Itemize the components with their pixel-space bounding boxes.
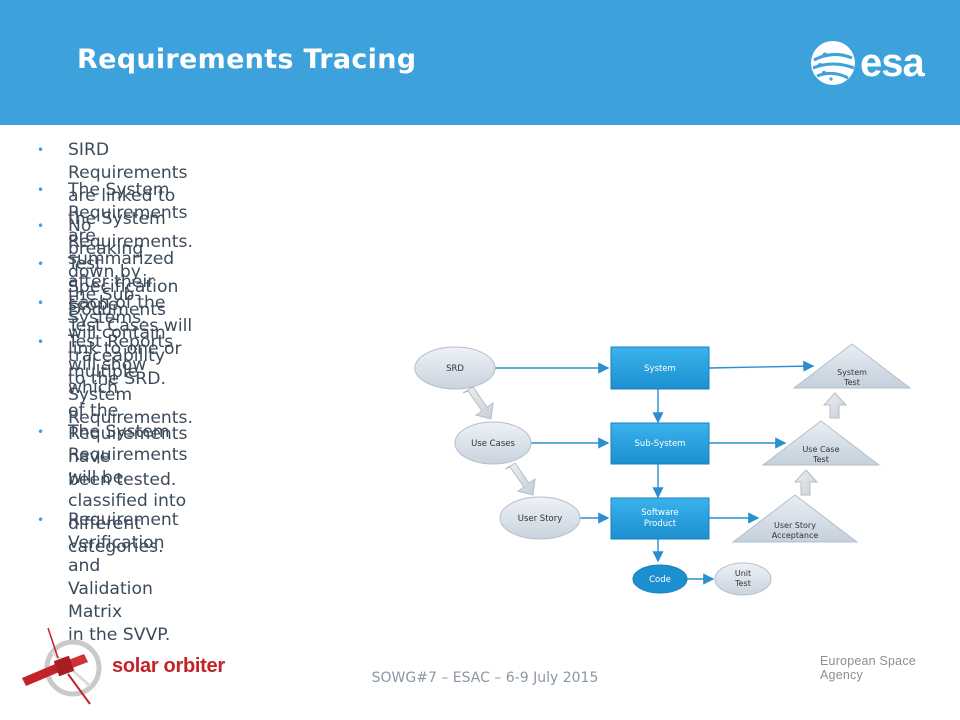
node-sub-system: Sub-System <box>610 422 710 465</box>
node-code: Code <box>632 564 688 594</box>
tracing-flow-diagram: SRD Use Cases User Story System Sub-Syst… <box>414 343 912 596</box>
flow-arrow-down-icon <box>462 386 494 420</box>
node-srd: SRD <box>414 346 496 390</box>
node-label: Code <box>649 575 671 585</box>
flow-arrow-up-icon <box>793 469 819 496</box>
node-label: Use Case <box>802 445 839 454</box>
node-system-test: System Test <box>792 343 912 389</box>
bullet-dot-icon: • <box>37 257 45 271</box>
esa-globe-icon <box>811 41 855 85</box>
bullet-text: The System Requirements will be classifi… <box>68 422 188 557</box>
bullet-text: Test Reports will show which of the Requ… <box>68 332 188 490</box>
node-label: Test <box>843 378 860 387</box>
esa-logo: esa <box>808 38 940 88</box>
node-user-story-acceptance: User Story Acceptance <box>731 494 859 543</box>
esa-logo-text: esa <box>860 41 925 85</box>
node-label: Test <box>734 579 751 588</box>
node-label: Product <box>644 519 677 529</box>
bullet-text: SIRD Requirements are linked to the Syst… <box>68 140 193 252</box>
node-label: SRD <box>446 364 464 374</box>
node-use-cases: Use Cases <box>454 421 532 465</box>
solar-orbiter-logo-text: solar orbiter <box>112 655 225 677</box>
node-label: System <box>644 364 676 374</box>
solar-orbiter-spacecraft-icon <box>22 627 102 705</box>
node-label: Test <box>812 455 829 464</box>
bullet-dot-icon: • <box>37 143 45 157</box>
node-use-case-test: Use Case Test <box>761 420 881 466</box>
bullet-dot-icon: • <box>37 219 45 233</box>
node-label: System <box>837 368 867 377</box>
bullet-dot-icon: • <box>37 513 45 527</box>
bullet-dot-icon: • <box>37 335 45 349</box>
bullet-text: The System Requirements are summarized a… <box>68 180 188 315</box>
bullet-dot-icon: • <box>37 183 45 197</box>
bullet-dot-icon: • <box>37 425 45 439</box>
bullet-text: Requirement Verification and Validation … <box>68 510 179 645</box>
bullet-text: Each of the Test Cases will link to one … <box>68 293 193 428</box>
node-software-product: Software Product <box>610 497 710 540</box>
solar-orbiter-logo <box>18 627 104 708</box>
node-label: Sub-System <box>635 439 686 449</box>
node-label: Acceptance <box>772 531 819 540</box>
bullet-dot-icon: • <box>37 296 45 310</box>
footer-agency: European Space Agency <box>820 654 916 682</box>
title-bar: Requirements Tracing esa <box>0 0 960 125</box>
node-label: User Story <box>518 514 563 524</box>
bullet-text: Test Specification Documents will contai… <box>68 254 179 389</box>
node-system: System <box>610 346 710 390</box>
footer-event: SOWG#7 – ESAC – 6-9 July 2015 <box>371 670 599 686</box>
node-label: Unit <box>735 569 751 578</box>
flow-arrow-up-icon <box>822 392 848 419</box>
node-label: Use Cases <box>471 439 515 449</box>
node-user-story: User Story <box>499 496 581 540</box>
bullet-text: No breaking down by the Sub-Systems. <box>68 216 147 328</box>
node-label: User Story <box>774 521 816 530</box>
node-unit-test: Unit Test <box>714 562 772 596</box>
slide-title: Requirements Tracing <box>77 44 417 75</box>
flow-arrow-down-icon <box>504 462 536 496</box>
node-label: Software <box>641 508 678 518</box>
